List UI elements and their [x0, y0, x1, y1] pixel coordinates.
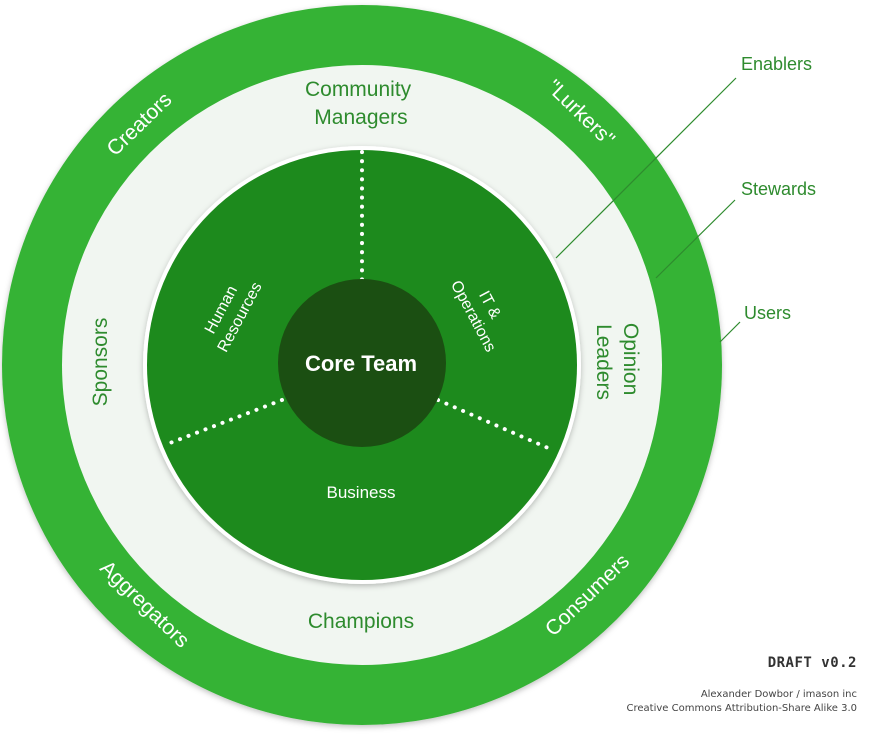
- core-team-label: Core Team: [305, 351, 417, 376]
- draft-version-label: DRAFT v0.2: [767, 655, 857, 671]
- license-credit: Creative Commons Attribution-Share Alike…: [626, 703, 857, 714]
- sponsors-label: Sponsors: [89, 318, 112, 407]
- community-managers-line-2: Managers: [314, 106, 407, 129]
- stewards-callout-label: Stewards: [741, 179, 816, 199]
- callout-lines: [555, 77, 741, 343]
- stewards-callout-line: [655, 199, 736, 279]
- champions-label: Champions: [308, 610, 414, 633]
- opinion-leaders-label: Opinion Leaders: [592, 323, 642, 401]
- enablers-callout-label: Enablers: [741, 54, 812, 74]
- divider-right: [436, 398, 550, 450]
- divider-left: [168, 398, 284, 445]
- opinion-leaders-line-1: Opinion: [619, 323, 642, 395]
- enablers-callout-line: [555, 77, 737, 259]
- community-managers-label: Community Managers: [305, 78, 417, 129]
- business-label: Business: [327, 483, 396, 502]
- author-credit: Alexander Dowbor / imason inc: [700, 689, 857, 700]
- users-callout-line: [719, 321, 741, 343]
- opinion-leaders-line-2: Leaders: [592, 324, 615, 400]
- core-circle: [278, 279, 446, 447]
- community-managers-line-1: Community: [305, 78, 412, 101]
- section-dividers: [168, 150, 550, 450]
- users-callout-label: Users: [744, 303, 791, 323]
